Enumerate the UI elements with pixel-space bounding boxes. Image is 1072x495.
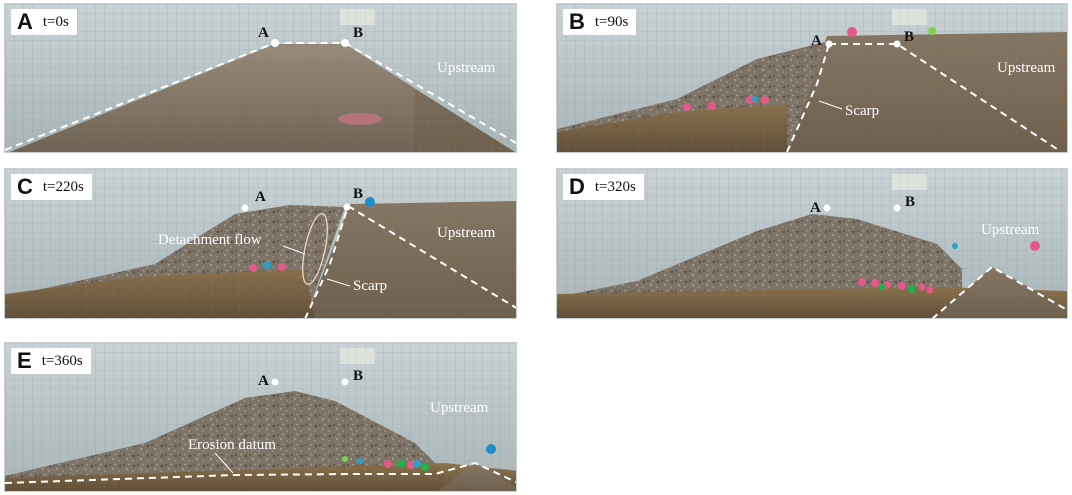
panel-c-detachment: Detachment flow <box>158 232 262 248</box>
panel-d-time: t=320s <box>594 178 636 195</box>
panel-e-time: t=360s <box>41 352 83 369</box>
panel-d-point-a: A <box>810 200 821 216</box>
panel-a-letter: A <box>17 9 33 34</box>
panel-c: C t=220s A B Upstream Scarp Detachment f… <box>4 168 517 319</box>
panel-b-letter: B <box>569 9 585 34</box>
panel-c-photo <box>5 169 516 318</box>
panel-c-upstream: Upstream <box>437 225 496 241</box>
panel-e-photo <box>5 343 516 491</box>
panel-e-upstream: Upstream <box>430 400 489 416</box>
panel-a-photo <box>5 4 516 152</box>
panel-e-letter: E <box>17 348 32 373</box>
panel-a-upstream: Upstream <box>437 60 496 76</box>
panel-e-badge: E t=360s <box>11 348 91 374</box>
panel-c-badge: C t=220s <box>11 174 92 200</box>
panel-a-badge: A t=0s <box>11 9 77 35</box>
panel-a-point-a: A <box>258 25 269 41</box>
panel-a-time: t=0s <box>42 13 69 30</box>
panel-d-badge: D t=320s <box>563 174 644 200</box>
panel-d-point-b: B <box>905 194 916 210</box>
panel-c-letter: C <box>17 174 33 199</box>
panel-e-datum: Erosion datum <box>188 437 276 453</box>
panel-c-point-a: A <box>255 189 266 205</box>
panel-a-point-b: B <box>353 25 364 41</box>
panel-e-point-b: B <box>353 368 364 384</box>
panel-e: E t=360s A B Upstream Erosion datum <box>4 342 517 492</box>
panel-b: B t=90s A B Upstream Scarp <box>556 3 1068 153</box>
panel-c-scarp: Scarp <box>353 278 388 294</box>
panel-b-photo <box>557 4 1067 152</box>
panel-b-time: t=90s <box>594 13 629 30</box>
panel-e-point-a: A <box>258 373 269 389</box>
panel-c-point-b: B <box>353 186 364 202</box>
panel-b-scarp: Scarp <box>845 103 880 119</box>
panel-b-badge: B t=90s <box>563 9 637 35</box>
panel-d-upstream: Upstream <box>981 222 1040 238</box>
panel-d-letter: D <box>569 174 585 199</box>
panel-c-time: t=220s <box>42 178 84 195</box>
panel-a: A t=0s A B Upstream <box>4 3 517 153</box>
panel-b-upstream: Upstream <box>997 60 1056 76</box>
panel-b-point-a: A <box>811 33 822 49</box>
panel-d: D t=320s A B Upstream <box>556 168 1068 319</box>
panel-b-point-b: B <box>904 29 915 45</box>
